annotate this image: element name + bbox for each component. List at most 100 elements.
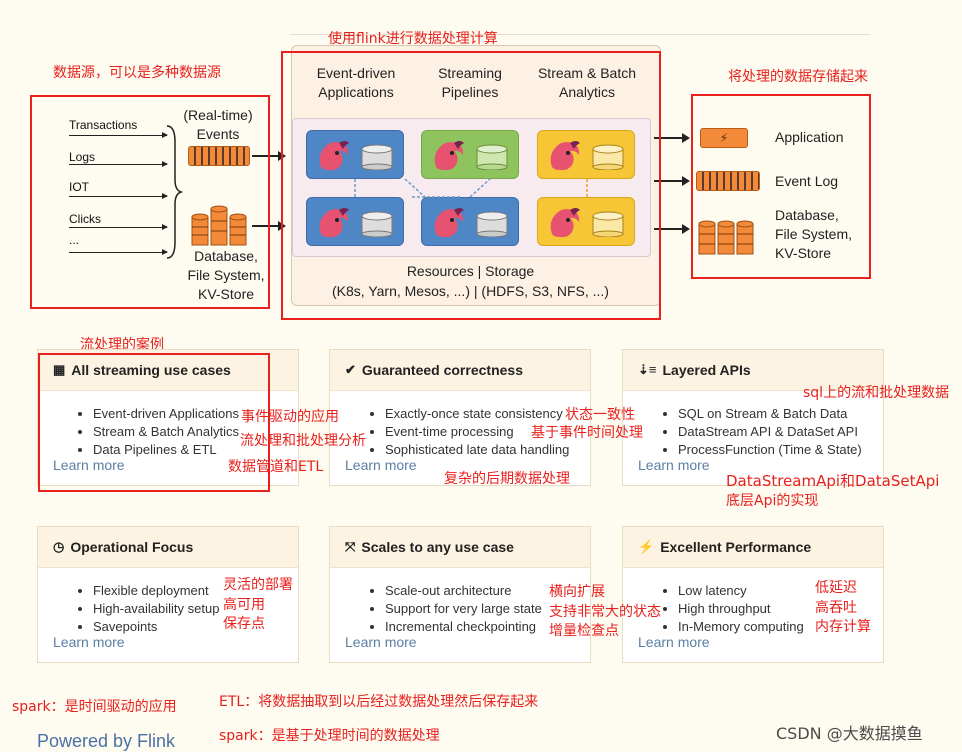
annotation-late-data: 复杂的后期数据处理 <box>444 471 570 487</box>
arrow-clicks <box>69 224 168 230</box>
output-event-log-label: Event Log <box>775 173 839 189</box>
card-header: ⚡Excellent Performance <box>623 527 883 568</box>
learn-more-link[interactable]: Learn more <box>638 634 710 650</box>
card-header: ▦ All streaming use cases <box>38 350 298 391</box>
top-divider <box>290 34 870 35</box>
annotation-data-sources: 数据源，可以是多种数据源 <box>53 65 221 81</box>
card-title: All streaming use cases <box>71 362 231 378</box>
card-layered-apis: ⇣≡Layered APIs SQL on Stream & Batch Dat… <box>622 349 884 486</box>
learn-more-link[interactable]: Learn more <box>345 634 417 650</box>
card-scales: ⤧ Scales to any use case Scale-out archit… <box>329 526 591 663</box>
csdn-watermark: CSDN @大数据摸鱼 <box>776 724 923 743</box>
analytics-box-1 <box>537 130 635 179</box>
output-database-label: Database, File System, KV-Store <box>775 207 853 261</box>
card-guaranteed-correctness: ✔Guaranteed correctness Exactly-once sta… <box>329 349 591 486</box>
annotation-large-state: 支持非常大的状态 <box>549 604 661 620</box>
learn-more-link[interactable]: Learn more <box>345 457 417 473</box>
card-header: ⤧ Scales to any use case <box>330 527 590 568</box>
state-db-icon <box>592 211 624 237</box>
list-item: Exactly-once state consistency <box>385 405 590 423</box>
event-app-box-2 <box>306 197 404 246</box>
pipeline-box-2 <box>421 197 519 246</box>
learn-more-link[interactable]: Learn more <box>53 457 125 473</box>
annotation-event-time: 基于事件时间处理 <box>531 425 643 441</box>
output-application-label: Application <box>775 129 844 145</box>
card-header: ⇣≡Layered APIs <box>623 350 883 391</box>
card-list: Event-driven Applications Stream & Batch… <box>38 405 298 459</box>
event-stream-icon <box>188 146 250 166</box>
powered-by-flink: Powered by Flink <box>37 731 176 751</box>
annotation-scale-out: 横向扩展 <box>549 584 605 600</box>
list-item: Event-driven Applications <box>93 405 298 423</box>
grid-icon: ▦ <box>53 362 66 377</box>
arrow-iot <box>69 193 168 199</box>
card-header: ✔Guaranteed correctness <box>330 350 590 391</box>
card-list: Exactly-once state consistency Event-tim… <box>330 405 590 459</box>
annotation-spark-processing: spark：是基于处理时间的数据处理 <box>219 728 440 744</box>
sort-icon: ⇣≡ <box>638 362 657 377</box>
expand-icon: ⤧ <box>345 539 356 554</box>
list-item: Event-time processing <box>385 423 590 441</box>
state-db-icon <box>361 211 393 237</box>
annotation-sql: sql上的流和批处理数据 <box>803 385 950 401</box>
annotation-incremental: 增量检查点 <box>549 623 619 639</box>
list-item: Flexible deployment <box>93 582 298 600</box>
annotation-low-latency: 低延迟 <box>815 580 857 596</box>
use-case-highlight-box <box>38 353 270 492</box>
arrow-to-event-log <box>654 176 690 186</box>
card-operational-focus: ◷ Operational Focus Flexible deployment H… <box>37 526 299 663</box>
annotation-spark-time: spark：是时间驱动的应用 <box>12 699 177 715</box>
annotation-in-memory: 内存计算 <box>815 619 871 635</box>
pipeline-box-1 <box>421 130 519 179</box>
list-item: Stream & Batch Analytics <box>93 423 298 441</box>
annotation-etl-definition: ETL：将数据抽取到以后经过数据处理然后保存起来 <box>219 694 539 710</box>
arrow-to-application <box>654 133 690 143</box>
state-db-icon <box>476 211 508 237</box>
annotation-datastream: DataStreamApi和DataSetApi <box>726 472 940 490</box>
flink-highlight-box <box>281 51 661 320</box>
arrow-transactions <box>69 132 168 138</box>
flink-squirrel-icon <box>319 208 349 238</box>
card-title: Operational Focus <box>70 539 194 555</box>
flink-squirrel-icon <box>434 208 464 238</box>
dashboard-icon: ◷ <box>53 539 65 554</box>
output-database-icon <box>698 220 754 255</box>
list-item: Incremental checkpointing <box>385 618 590 636</box>
annotation-ha: 高可用 <box>223 597 265 613</box>
annotation-store-results: 将处理的数据存储起来 <box>728 69 868 85</box>
list-item: Data Pipelines & ETL <box>93 441 298 459</box>
app-type-streaming: Streaming Pipelines <box>438 65 502 100</box>
list-item: Sophisticated late data handling <box>385 441 590 459</box>
list-item: SQL on Stream & Batch Data <box>678 405 883 423</box>
arrow-to-database <box>654 224 690 234</box>
realtime-events-label: (Real-time) Events <box>183 107 253 142</box>
annotation-state-consistency: 状态一致性 <box>565 407 635 423</box>
analytics-box-2 <box>537 197 635 246</box>
source-logs: Logs <box>69 150 96 164</box>
annotation-stream-batch: 流处理和批处理分析 <box>240 433 366 449</box>
event-log-icon <box>696 171 760 191</box>
flink-squirrel-icon <box>550 208 580 238</box>
arrow-more <box>69 249 168 255</box>
list-item: Low latency <box>678 582 883 600</box>
brace-icon <box>166 125 183 259</box>
annotation-pipelines-etl: 数据管道和ETL <box>228 459 324 475</box>
state-db-icon <box>476 144 508 170</box>
source-more: ... <box>69 233 80 247</box>
list-item: DataStream API & DataSet API <box>678 423 883 441</box>
list-item: Scale-out architecture <box>385 582 590 600</box>
annotation-flexible: 灵活的部署 <box>223 577 293 593</box>
learn-more-link[interactable]: Learn more <box>638 457 710 473</box>
output-highlight-box <box>691 94 871 279</box>
check-icon: ✔ <box>345 362 356 377</box>
connector-lines <box>354 178 588 198</box>
flink-squirrel-icon <box>319 141 349 171</box>
card-title: Scales to any use case <box>361 539 514 555</box>
annotation-low-level-api: 底层Api的实现 <box>726 493 819 509</box>
list-item: High-availability setup <box>93 600 298 618</box>
annotation-throughput: 高吞吐 <box>815 600 857 616</box>
annotation-event-driven: 事件驱动的应用 <box>241 409 339 425</box>
bolt-icon: ⚡ <box>638 539 655 554</box>
storage-source-label: Database, File System, KV-Store <box>187 248 265 302</box>
learn-more-link[interactable]: Learn more <box>53 634 125 650</box>
